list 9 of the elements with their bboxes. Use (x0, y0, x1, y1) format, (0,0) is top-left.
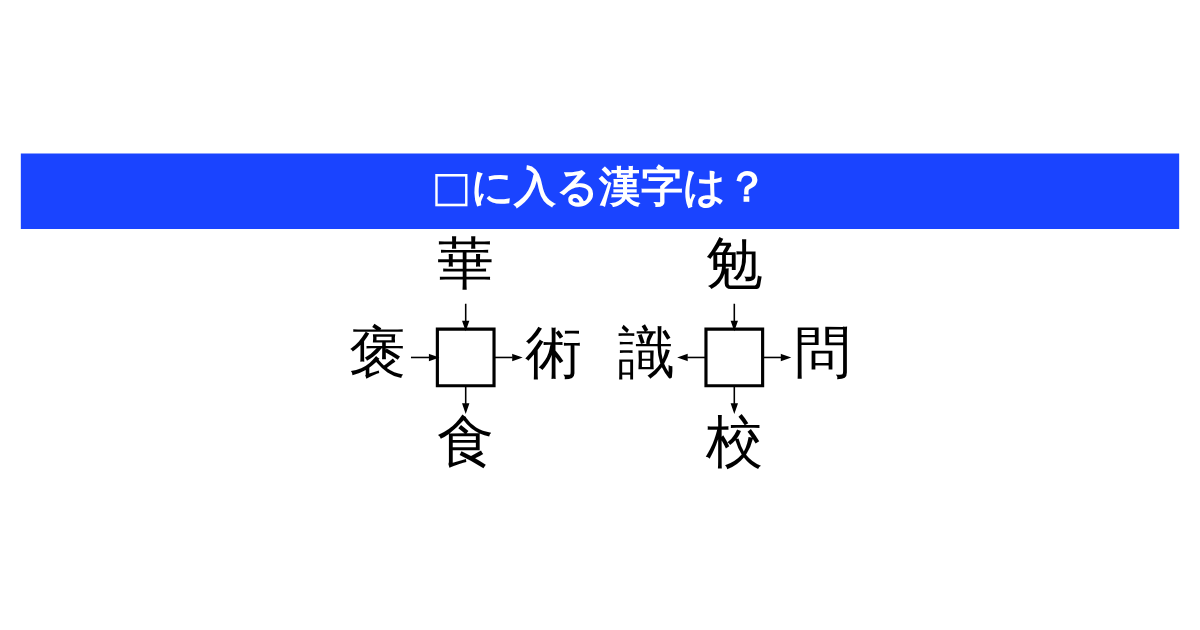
node-text: 勉 (705, 229, 763, 296)
node-text: 術 (525, 318, 583, 385)
node-text: 問 (793, 318, 851, 385)
node-text: 食 (437, 407, 495, 474)
node-text: 識 (617, 318, 675, 385)
node-text: 校 (705, 407, 763, 474)
node-text: 華 (437, 229, 495, 296)
diagram-title: □に入る漢字は？ (431, 161, 769, 211)
node-text: 褒 (349, 318, 407, 385)
